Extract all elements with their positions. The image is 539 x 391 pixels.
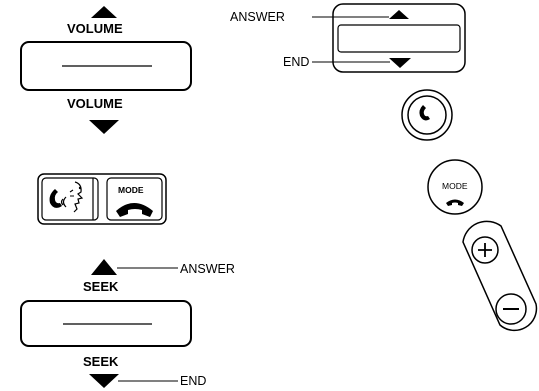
voice-command-icon	[49, 181, 84, 213]
seek-label-top: SEEK	[83, 279, 119, 294]
seek-label-bottom: SEEK	[83, 354, 119, 369]
hang-up-small-icon	[446, 199, 464, 206]
seek-end-label: END	[180, 374, 207, 388]
hang-up-icon	[116, 203, 153, 217]
rocker-control	[312, 3, 466, 73]
volume-label-bottom: VOLUME	[67, 96, 123, 111]
volume-down-arrow-icon[interactable]	[89, 120, 119, 134]
volume-control	[20, 6, 192, 134]
plus-button[interactable]	[471, 236, 499, 264]
rocker-answer-label: ANSWER	[230, 10, 285, 24]
rocker-up-arrow-icon[interactable]	[389, 10, 409, 19]
phone-mode-label: MODE	[118, 185, 144, 195]
seek-down-arrow-icon[interactable]	[89, 374, 119, 388]
seek-control	[20, 259, 192, 388]
rocker-down-arrow-icon[interactable]	[389, 58, 411, 68]
rocker-display	[337, 24, 461, 53]
round-phone-button[interactable]	[401, 89, 453, 141]
round-mode-label: MODE	[442, 181, 468, 191]
volume-label-top: VOLUME	[67, 21, 123, 36]
voice-command-button[interactable]	[41, 177, 99, 221]
round-mode-button[interactable]	[427, 159, 483, 215]
minus-button[interactable]	[495, 293, 527, 325]
rocker-end-label: END	[283, 55, 310, 69]
voice-mode-panel	[37, 173, 167, 225]
volume-up-arrow-icon[interactable]	[91, 6, 117, 18]
seek-up-arrow-icon[interactable]	[91, 259, 117, 275]
phone-icon	[419, 105, 430, 121]
volume-capsule	[462, 220, 538, 332]
plus-icon	[478, 243, 492, 257]
seek-answer-label: ANSWER	[180, 262, 235, 276]
